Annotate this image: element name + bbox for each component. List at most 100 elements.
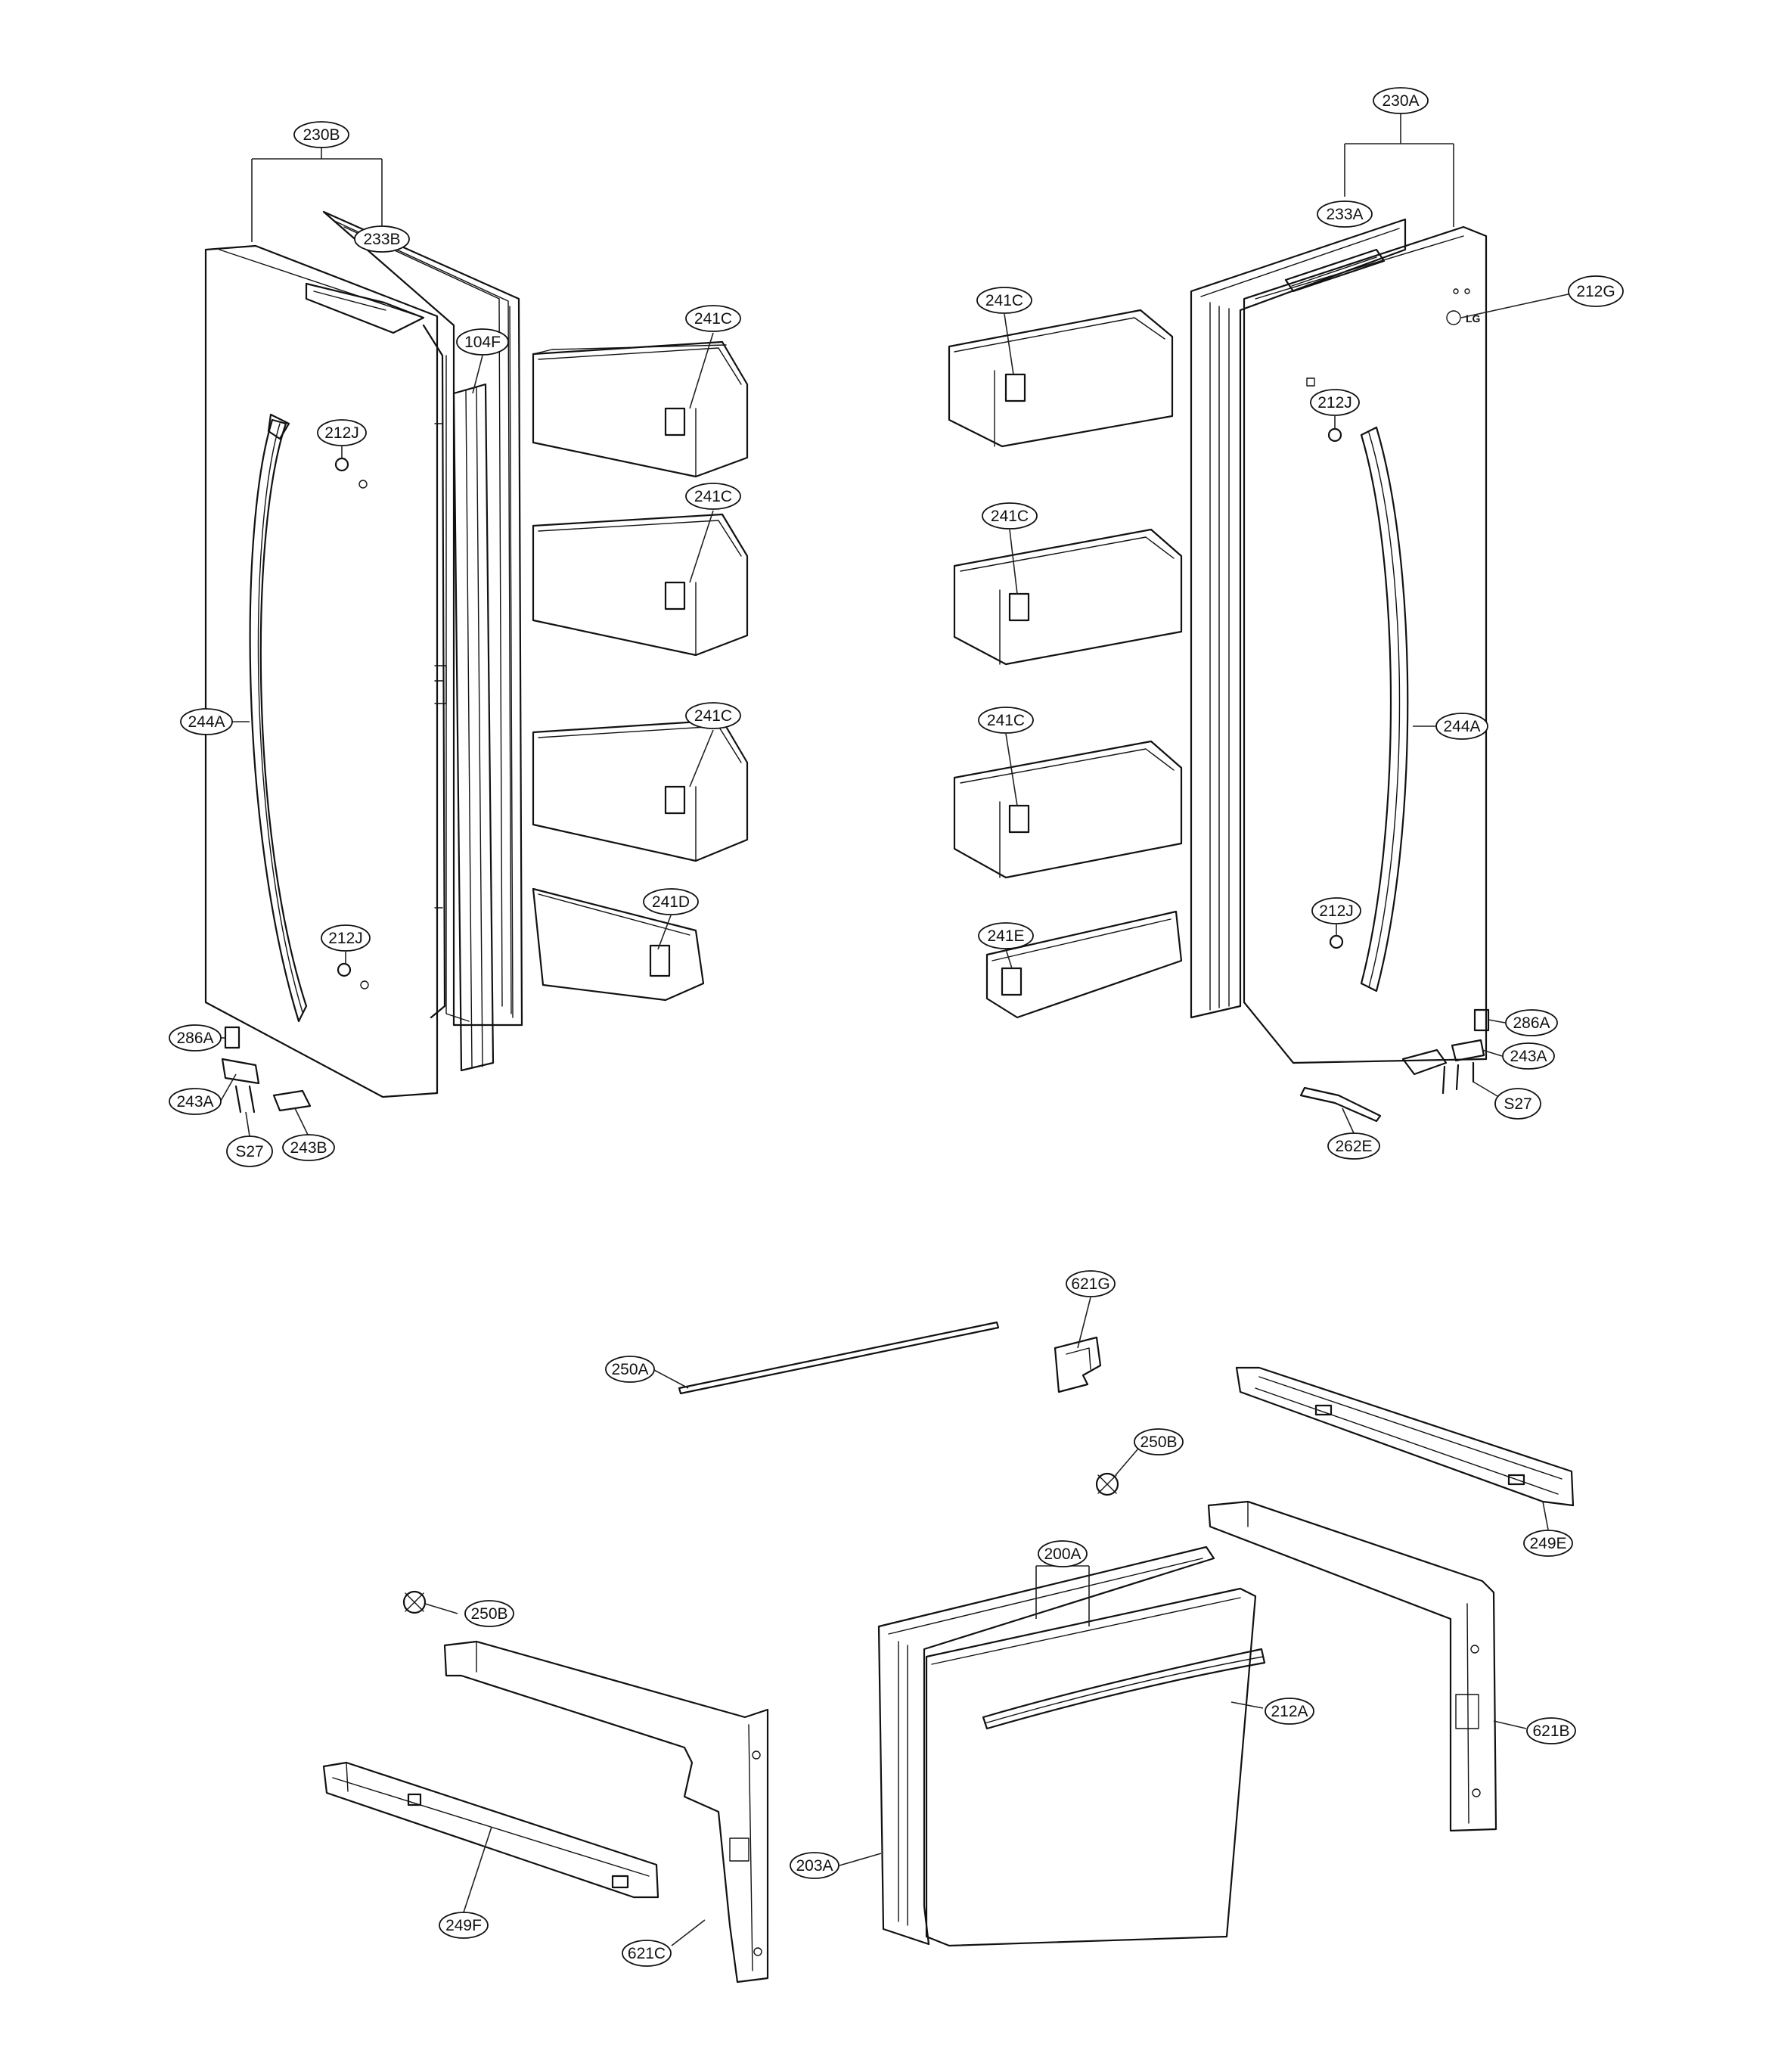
callout-233A: 233A (1317, 200, 1373, 228)
callout-243B: 243B (282, 1134, 335, 1161)
bin-left-4 (532, 887, 705, 1002)
svg-text:241C: 241C (694, 707, 732, 725)
svg-text:S27: S27 (1504, 1095, 1531, 1113)
bin-left-3 (532, 719, 749, 862)
svg-text:244A: 244A (1443, 718, 1480, 735)
callout-286A-left: 286A (169, 1024, 222, 1052)
svg-text:233A: 233A (1326, 206, 1363, 223)
svg-text:230A: 230A (1382, 92, 1419, 110)
callout-243A-left: 243A (169, 1088, 222, 1115)
callout-212J-left-2: 212J (321, 924, 371, 952)
callout-212J-right-2: 212J (1311, 897, 1361, 924)
svg-text:250B: 250B (1140, 1434, 1177, 1451)
svg-text:212J: 212J (1317, 394, 1352, 412)
callout-S27-left: S27 (226, 1135, 273, 1167)
callout-621C: 621C (622, 1940, 672, 1967)
svg-text:S27: S27 (235, 1143, 263, 1160)
callout-241C-left-1: 241C (685, 305, 741, 332)
callouts: 230B 233B 104F 241C 241C 241C 241D 241C (169, 87, 1624, 1967)
svg-text:249E: 249E (1529, 1535, 1566, 1552)
svg-text:241C: 241C (694, 310, 732, 328)
bin-right-3 (953, 740, 1183, 879)
callout-286A-right: 286A (1505, 1009, 1558, 1036)
gear-upper (1095, 1472, 1119, 1496)
callout-621G: 621G (1066, 1270, 1116, 1297)
callout-241E: 241E (978, 922, 1034, 949)
svg-text:249F: 249F (445, 1917, 482, 1934)
right-door-bins (948, 309, 1183, 1019)
callout-212J-right-1: 212J (1310, 389, 1360, 416)
right-hinge-parts (1299, 1008, 1490, 1123)
callout-200A: 200A (1038, 1540, 1088, 1567)
bin-right-2 (953, 528, 1183, 666)
left-hinge-parts (221, 1026, 312, 1114)
callout-230B: 230B (293, 121, 349, 148)
left-drawer-bracket (443, 1640, 769, 1983)
drawer-front-panel (925, 1587, 1266, 1947)
svg-text:250A: 250A (611, 1361, 648, 1378)
callout-262E: 262E (1327, 1132, 1380, 1160)
mullion-part (452, 383, 495, 1072)
svg-text:621G: 621G (1071, 1275, 1109, 1293)
callout-212A: 212A (1265, 1698, 1314, 1725)
drawer-gasket (877, 1545, 1215, 1946)
callout-S27-right: S27 (1494, 1088, 1541, 1120)
svg-text:200A: 200A (1044, 1545, 1081, 1563)
callout-212G: 212G (1568, 275, 1624, 307)
bin-right-4 (985, 910, 1183, 1019)
freezer-drawer-assembly (322, 1321, 1575, 1983)
left-door-panel (204, 244, 439, 1098)
svg-text:243A: 243A (1510, 1048, 1547, 1065)
svg-text:241C: 241C (987, 712, 1025, 729)
bin-right-1 (948, 309, 1174, 448)
right-door-assembly: LG (1190, 218, 1490, 1123)
right-door-gasket (1190, 218, 1407, 1019)
leader-lines (220, 113, 1572, 1946)
callout-249F: 249F (439, 1912, 489, 1939)
callout-241C-left-3: 241C (685, 702, 741, 729)
right-drawer-bracket (1207, 1500, 1497, 1832)
bin-left-2 (532, 513, 749, 657)
gear-lower (402, 1590, 427, 1614)
callout-241C-left-2: 241C (685, 483, 741, 510)
callout-233B: 233B (354, 225, 410, 253)
svg-text:244A: 244A (188, 713, 225, 731)
callout-244A-left: 244A (180, 708, 233, 735)
callout-249E: 249E (1523, 1530, 1573, 1557)
svg-text:241C: 241C (694, 488, 732, 505)
callout-212J-left-1: 212J (317, 419, 367, 446)
callout-241C-right-3: 241C (978, 707, 1034, 734)
svg-text:286A: 286A (176, 1030, 213, 1047)
svg-text:241D: 241D (652, 893, 690, 911)
svg-text:212J: 212J (1319, 902, 1354, 920)
callout-621B: 621B (1526, 1717, 1576, 1744)
svg-text:286A: 286A (1513, 1014, 1550, 1032)
callout-203A: 203A (790, 1852, 839, 1879)
svg-text:212J: 212J (328, 930, 363, 947)
svg-text:621B: 621B (1532, 1723, 1569, 1740)
svg-text:212J: 212J (324, 424, 359, 442)
right-door-panel: LG (1243, 225, 1488, 1064)
rod-part (678, 1321, 1000, 1395)
svg-text:243B: 243B (290, 1139, 327, 1157)
svg-text:230B: 230B (303, 126, 340, 144)
callout-241C-right-2: 241C (982, 502, 1038, 530)
svg-text:104F: 104F (464, 334, 501, 351)
svg-text:203A: 203A (796, 1857, 833, 1875)
callout-243A-right: 243A (1502, 1042, 1555, 1070)
callout-250B-upper: 250B (1134, 1428, 1184, 1455)
svg-text:262E: 262E (1335, 1138, 1372, 1155)
left-door-bins (532, 340, 749, 1002)
svg-text:243A: 243A (176, 1093, 213, 1111)
svg-text:241E: 241E (987, 927, 1024, 945)
svg-text:241C: 241C (991, 508, 1029, 525)
left-door-liner (422, 324, 447, 1019)
callout-250A: 250A (605, 1356, 655, 1383)
small-bracket-part (1054, 1336, 1102, 1393)
left-slide-rail (322, 1761, 659, 1899)
callout-241D: 241D (643, 888, 699, 915)
svg-text:233B: 233B (363, 231, 400, 248)
callout-230A: 230A (1373, 87, 1429, 114)
svg-text:250B: 250B (470, 1605, 507, 1623)
